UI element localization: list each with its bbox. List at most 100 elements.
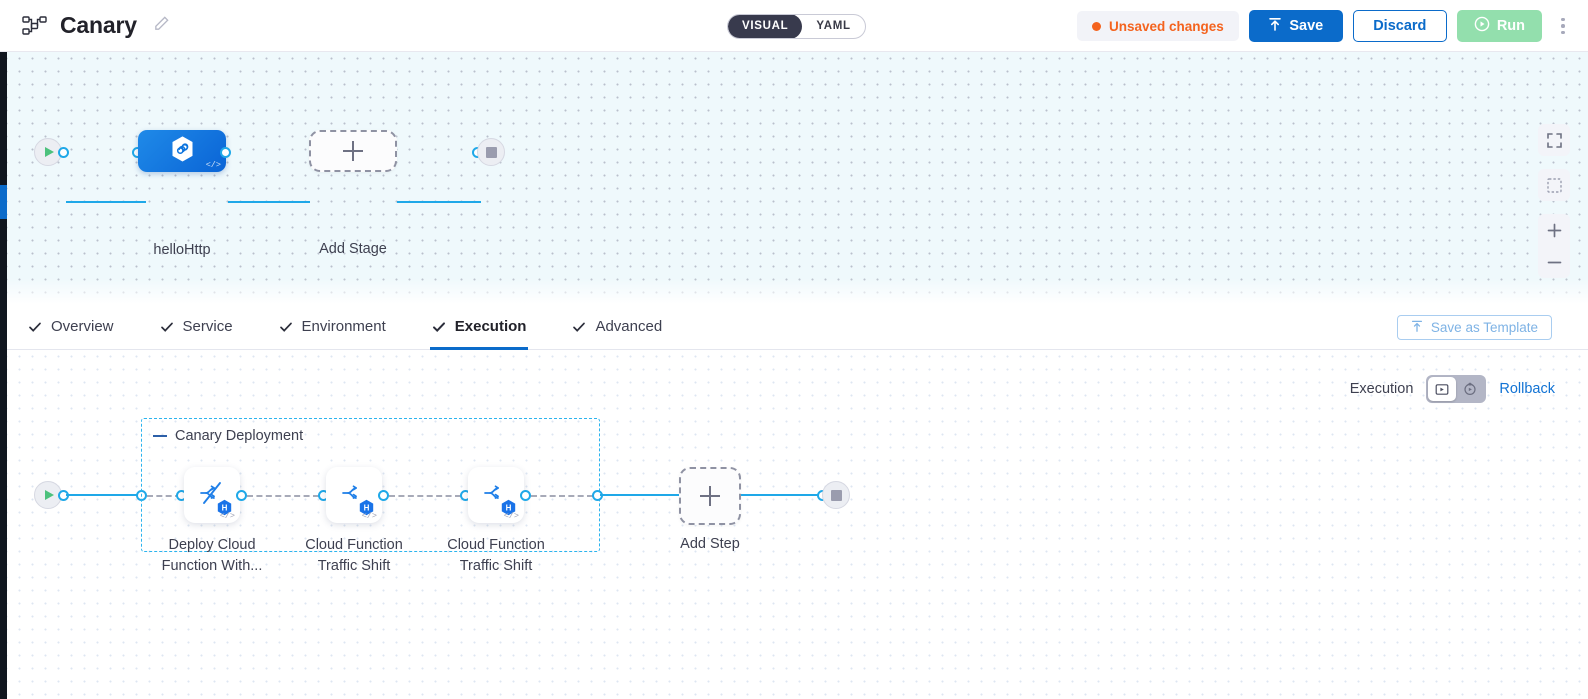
left-nav-rail xyxy=(0,52,7,699)
section-tabs: Overview Service Environment Execution A… xyxy=(0,304,1588,350)
traffic-shift-icon xyxy=(479,480,513,511)
page-title: Canary xyxy=(60,12,137,38)
stage-edge-1 xyxy=(66,200,146,204)
tab-service[interactable]: Service xyxy=(160,304,233,350)
header-actions: Unsaved changes Save Discard Run xyxy=(1077,0,1574,52)
stop-icon xyxy=(485,146,497,158)
unsaved-dot-icon xyxy=(1092,21,1102,31)
step-label-2: Cloud Function Traffic Shift xyxy=(305,537,403,574)
rollback-link[interactable]: Rollback xyxy=(1499,381,1555,397)
code-glyph-icon: </> xyxy=(361,511,377,521)
harness-badge-icon: H xyxy=(216,499,233,516)
tab-environment[interactable]: Environment xyxy=(279,304,386,350)
rollback-view-icon[interactable] xyxy=(1456,377,1484,401)
execution-view-icon[interactable] xyxy=(1428,377,1457,401)
code-glyph-icon: </> xyxy=(219,511,235,521)
discard-button[interactable]: Discard xyxy=(1352,10,1447,42)
edit-pencil-icon[interactable] xyxy=(149,15,170,37)
play-icon xyxy=(44,147,54,157)
traffic-shift-icon xyxy=(337,480,371,511)
stage-node-out-port[interactable] xyxy=(220,147,231,158)
view-mode-toggle[interactable]: VISUAL YAML xyxy=(727,14,866,39)
stage-start-node[interactable] xyxy=(34,138,62,166)
zoom-in-icon[interactable] xyxy=(1538,214,1570,246)
run-label: Run xyxy=(1496,18,1525,34)
toggle-yaml[interactable]: YAML xyxy=(816,20,851,32)
exec-edge-start xyxy=(66,493,142,497)
exec-edge-to-add xyxy=(600,493,680,497)
app-header: Canary VISUAL YAML Unsaved changes xyxy=(0,0,1588,52)
hexagon-link-icon xyxy=(169,135,196,168)
add-step-label: Add Step xyxy=(680,536,740,552)
selection-box-icon[interactable] xyxy=(1538,169,1570,201)
svg-text:H: H xyxy=(364,504,370,513)
step1-out-port[interactable] xyxy=(236,490,247,501)
step-node-2[interactable]: H </> xyxy=(326,467,382,523)
save-label: Save xyxy=(1289,18,1324,34)
svg-text:H: H xyxy=(222,504,228,513)
stage-start-port[interactable] xyxy=(58,147,69,158)
exec-edge-g0 xyxy=(147,495,181,497)
left-nav-active-indicator xyxy=(0,185,7,219)
save-as-template-button[interactable]: Save as Template xyxy=(1396,315,1552,340)
play-icon xyxy=(44,490,54,500)
stage-group-canary-deployment[interactable] xyxy=(141,418,600,552)
save-button[interactable]: Save xyxy=(1248,10,1343,42)
check-icon xyxy=(432,321,445,332)
template-upload-icon xyxy=(1411,320,1423,336)
fit-to-screen-icon[interactable] xyxy=(1538,124,1570,156)
unsaved-label: Unsaved changes xyxy=(1109,18,1224,34)
step-label-3: Cloud Function Traffic Shift xyxy=(447,537,545,574)
step-node-3[interactable]: H </> xyxy=(468,467,524,523)
tab-label: Advanced xyxy=(595,318,663,335)
stage-edge-2 xyxy=(228,200,310,204)
step3-out-port[interactable] xyxy=(520,490,531,501)
tab-label: Environment xyxy=(301,318,386,335)
unsaved-changes-badge: Unsaved changes xyxy=(1077,11,1239,41)
add-stage-label: Add Stage xyxy=(319,241,387,257)
check-icon xyxy=(160,322,173,332)
exec-start-node[interactable] xyxy=(34,481,62,509)
stage-node-label: helloHttp xyxy=(153,242,211,258)
stop-icon xyxy=(830,489,842,501)
svg-text:H: H xyxy=(506,504,512,513)
harness-badge-icon: H xyxy=(500,499,517,516)
group-title: Canary Deployment xyxy=(153,428,303,444)
tab-label: Overview xyxy=(51,318,114,335)
execution-rollback-toggle[interactable] xyxy=(1426,375,1487,403)
save-as-template-label: Save as Template xyxy=(1430,320,1538,335)
exec-edge-end xyxy=(741,493,825,497)
execution-canvas[interactable]: Execution Rollback xyxy=(0,350,1588,699)
check-icon xyxy=(279,322,292,332)
add-stage-button[interactable] xyxy=(309,130,397,172)
more-vertical-icon[interactable] xyxy=(1552,10,1574,42)
stage-canvas[interactable]: </> helloHttp Add Stage xyxy=(0,52,1588,304)
step-label-1: Deploy Cloud Function With... xyxy=(161,537,263,574)
pipeline-icon xyxy=(22,15,48,37)
run-play-icon xyxy=(1474,16,1490,36)
canvas-controls xyxy=(1538,124,1570,278)
toggle-visual[interactable]: VISUAL xyxy=(728,15,803,38)
tab-execution[interactable]: Execution xyxy=(429,304,529,350)
execution-label: Execution xyxy=(1349,381,1414,397)
exec-edge-g2 xyxy=(389,495,461,497)
harness-badge-icon: H xyxy=(358,499,375,516)
zoom-out-icon[interactable] xyxy=(1538,246,1570,278)
stage-node-hellohttp[interactable]: </> xyxy=(138,130,226,172)
code-glyph-icon: </> xyxy=(205,160,221,170)
header-left: Canary xyxy=(0,12,170,39)
tab-advanced[interactable]: Advanced xyxy=(572,304,662,350)
collapse-icon[interactable] xyxy=(153,434,167,438)
step2-out-port[interactable] xyxy=(378,490,389,501)
code-glyph-icon: </> xyxy=(503,511,519,521)
tab-overview[interactable]: Overview xyxy=(28,304,114,350)
exec-end-node[interactable] xyxy=(822,481,850,509)
exec-edge-g3 xyxy=(531,495,593,497)
add-step-button[interactable] xyxy=(679,467,741,525)
stage-end-node[interactable] xyxy=(477,138,505,166)
execution-view-bar: Execution Rollback xyxy=(1350,375,1555,403)
run-button[interactable]: Run xyxy=(1456,10,1542,42)
step-node-1[interactable]: H </> xyxy=(184,467,240,523)
tab-label: Service xyxy=(182,318,233,335)
